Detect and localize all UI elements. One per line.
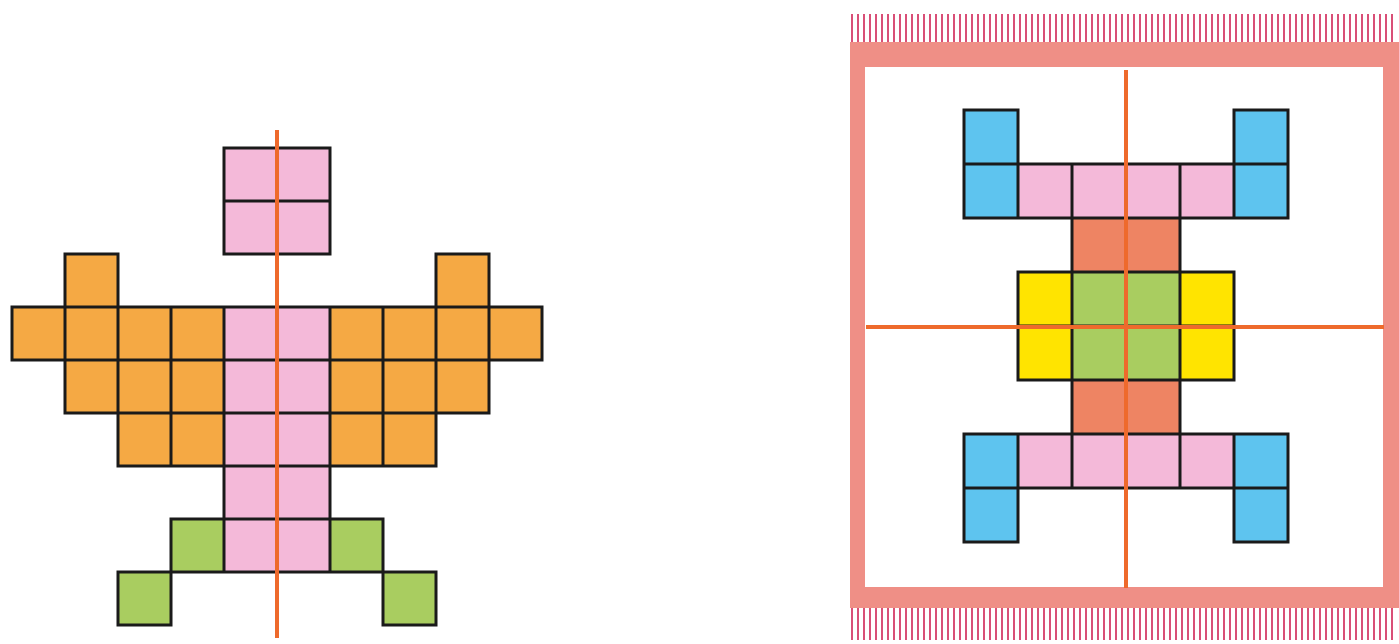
left-figure-square-pink — [277, 201, 330, 254]
right-figure-square-blue — [964, 164, 1018, 218]
right-figure-square-blue — [1234, 434, 1288, 488]
right-figure-square-blue — [964, 110, 1018, 164]
right-figure-square-pink — [1072, 434, 1126, 488]
left-figure-square-pink — [224, 307, 277, 360]
left-figure-square-pink — [224, 413, 277, 466]
left-figure-square-pink — [224, 148, 277, 201]
right-figure-square-pink — [1018, 164, 1072, 218]
left-figure-square-orange — [383, 360, 436, 413]
left-figure-square-orange — [65, 254, 118, 307]
left-figure-square-pink — [277, 148, 330, 201]
right-figure-square-green — [1126, 326, 1180, 380]
left-figure-square-orange — [118, 307, 171, 360]
left-figure-square-orange — [330, 413, 383, 466]
left-figure-square-orange — [171, 307, 224, 360]
left-figure-square-pink — [277, 413, 330, 466]
right-figure-square-yellow — [1180, 326, 1234, 380]
left-figure-square-green — [330, 519, 383, 572]
right-figure-square-blue — [1234, 488, 1288, 542]
left-figure-square-pink — [224, 360, 277, 413]
right-figure-square-salmon — [1126, 380, 1180, 434]
left-figure-square-green — [171, 519, 224, 572]
right-figure-square-pink — [1180, 164, 1234, 218]
left-figure-square-orange — [436, 254, 489, 307]
left-figure-square-orange — [383, 307, 436, 360]
right-figure-square-pink — [1126, 164, 1180, 218]
left-figure-square-pink — [277, 307, 330, 360]
right-figure-square-blue — [1234, 110, 1288, 164]
right-figure-square-pink — [1072, 164, 1126, 218]
left-figure-square-pink — [277, 519, 330, 572]
left-figure-square-orange — [12, 307, 65, 360]
left-figure-square-orange — [330, 307, 383, 360]
right-figure-square-salmon — [1126, 218, 1180, 272]
left-figure-square-green — [118, 572, 171, 625]
left-figure-square-orange — [436, 360, 489, 413]
right-figure-square-yellow — [1180, 272, 1234, 326]
left-figure-square-orange — [118, 360, 171, 413]
mat-fringe-top — [852, 14, 1392, 42]
left-figure-square-orange — [171, 360, 224, 413]
left-figure-square-pink — [277, 360, 330, 413]
right-figure-square-pink — [1180, 434, 1234, 488]
right-figure-square-pink — [1018, 434, 1072, 488]
right-figure-square-yellow — [1018, 272, 1072, 326]
left-figure-square-pink — [224, 519, 277, 572]
right-figure-square-blue — [1234, 164, 1288, 218]
right-figure-square-green — [1126, 272, 1180, 326]
left-figure-square-pink — [224, 466, 277, 519]
mat-fringe-bottom — [852, 608, 1392, 640]
right-figure-square-pink — [1126, 434, 1180, 488]
left-figure-square-orange — [489, 307, 542, 360]
right-figure-square-blue — [964, 434, 1018, 488]
right-figure-square-green — [1072, 272, 1126, 326]
left-figure-square-pink — [277, 466, 330, 519]
left-figure-square-orange — [118, 413, 171, 466]
right-figure-square-yellow — [1018, 326, 1072, 380]
left-figure-square-green — [383, 572, 436, 625]
left-figure-square-orange — [330, 360, 383, 413]
left-figure-square-orange — [171, 413, 224, 466]
right-figure-square-green — [1072, 326, 1126, 380]
right-figure-square-blue — [964, 488, 1018, 542]
left-figure-square-orange — [65, 360, 118, 413]
left-figure-square-orange — [383, 413, 436, 466]
left-figure-square-pink — [224, 201, 277, 254]
left-figure-square-orange — [436, 307, 489, 360]
right-figure-square-salmon — [1072, 218, 1126, 272]
left-figure-square-orange — [65, 307, 118, 360]
right-figure-square-salmon — [1072, 380, 1126, 434]
